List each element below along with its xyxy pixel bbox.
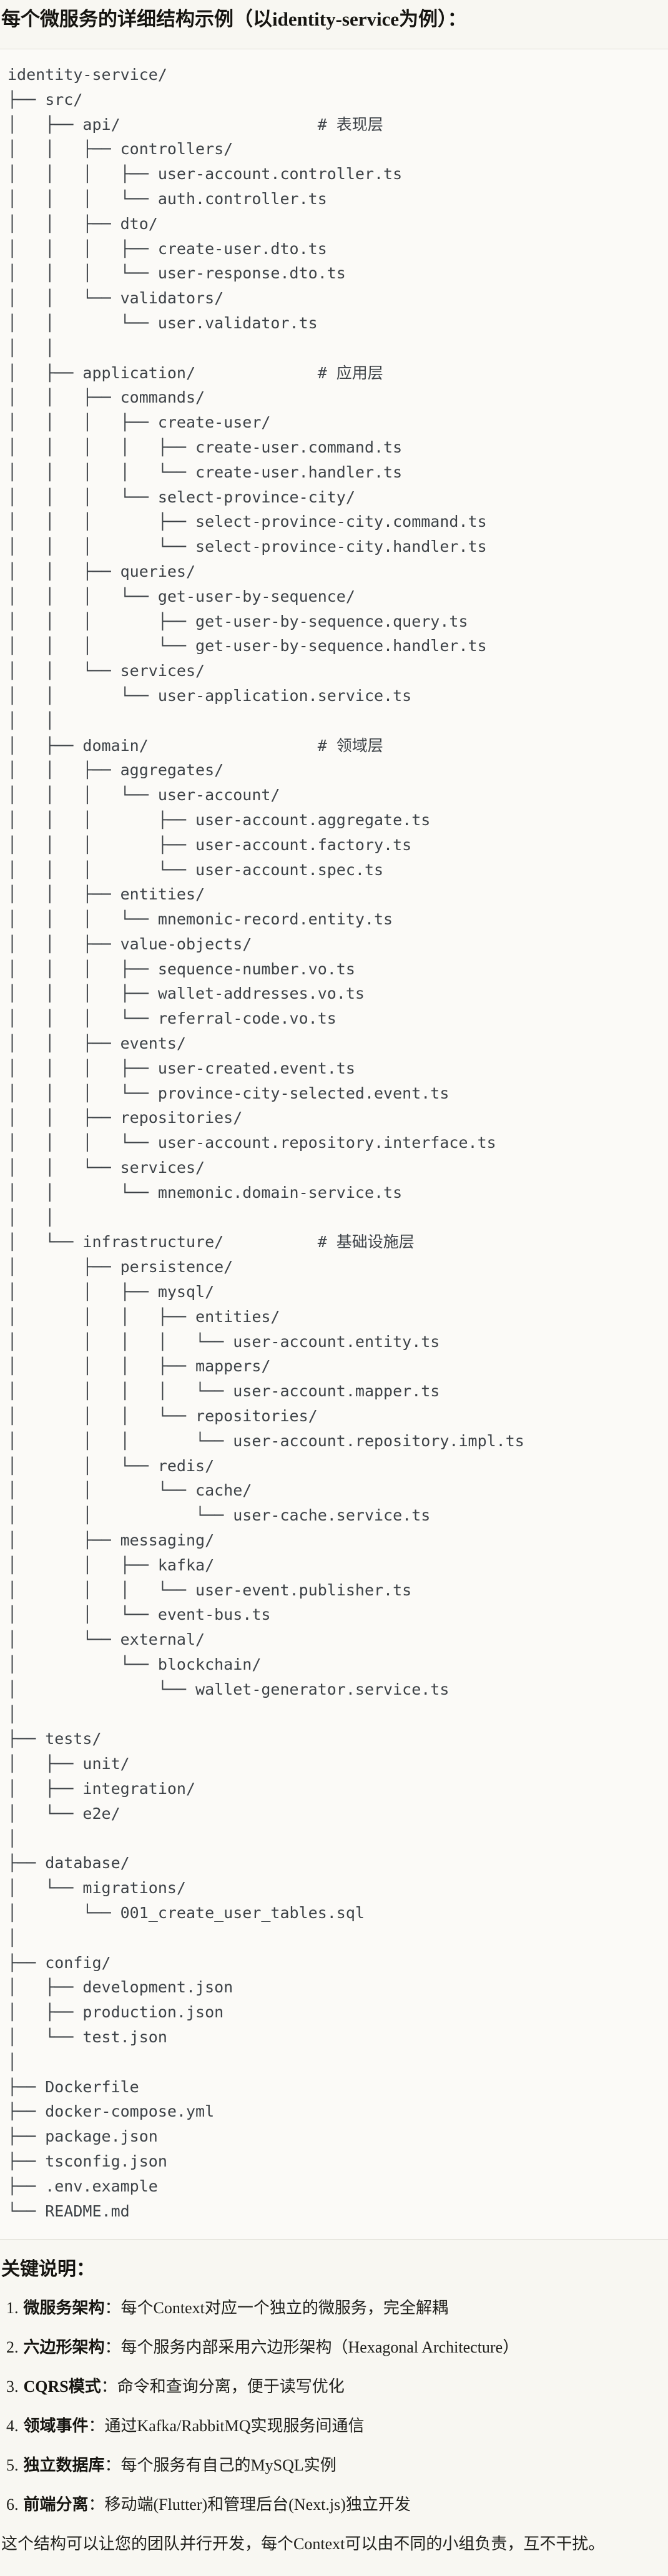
file-tree-code-block: identity-service/ ├── src/ │ ├── api/ # …	[0, 49, 668, 2240]
notes-list: 1.微服务架构：每个Context对应一个独立的微服务，完全解耦 2.六边形架构…	[0, 2296, 668, 2517]
note-number: 2.	[6, 2338, 19, 2357]
note-number: 3.	[6, 2378, 19, 2396]
note-label: 领域事件	[23, 2417, 89, 2436]
note-text: ：移动端(Flutter)和管理后台(Next.js)独立开发	[88, 2495, 411, 2514]
note-text: ：通过Kafka/RabbitMQ实现服务间通信	[88, 2417, 365, 2436]
note-label: 六边形架构	[23, 2338, 105, 2357]
footer-note: 这个结构可以让您的团队并行开发，每个Context可以由不同的小组负责，互不干扰…	[1, 2535, 605, 2554]
page-title: 每个微服务的详细结构示例（以identity-service为例）：	[1, 8, 467, 30]
note-item-3: 3.CQRS模式：命令和查询分离，便于读写优化	[6, 2375, 663, 2399]
file-tree-text: identity-service/ ├── src/ │ ├── api/ # …	[7, 66, 524, 2220]
note-label: 独立数据库	[23, 2456, 105, 2475]
note-item-2: 2.六边形架构：每个服务内部采用六边形架构（Hexagonal Architec…	[6, 2336, 663, 2359]
note-number: 5.	[6, 2456, 19, 2475]
note-number: 6.	[6, 2495, 19, 2514]
note-number: 1.	[6, 2299, 19, 2318]
note-text: ：每个服务内部采用六边形架构（Hexagonal Architecture）	[104, 2338, 519, 2357]
note-number: 4.	[6, 2417, 19, 2436]
note-text: ：命令和查询分离，便于读写优化	[101, 2378, 345, 2396]
note-item-1: 1.微服务架构：每个Context对应一个独立的微服务，完全解耦	[6, 2296, 663, 2320]
document-page: 每个微服务的详细结构示例（以identity-service为例）： ident…	[0, 6, 668, 2556]
note-text: ：每个Context对应一个独立的微服务，完全解耦	[104, 2299, 448, 2318]
note-label: 前端分离	[23, 2495, 89, 2514]
notes-heading: 关键说明：	[1, 2259, 95, 2280]
note-label: 微服务架构	[23, 2299, 105, 2318]
note-item-4: 4.领域事件：通过Kafka/RabbitMQ实现服务间通信	[6, 2414, 663, 2438]
note-item-5: 5.独立数据库：每个服务有自己的MySQL实例	[6, 2454, 663, 2477]
note-text: ：每个服务有自己的MySQL实例	[104, 2456, 336, 2475]
note-label: CQRS模式	[23, 2378, 101, 2396]
note-item-6: 6.前端分离：移动端(Flutter)和管理后台(Next.js)独立开发	[6, 2493, 663, 2517]
